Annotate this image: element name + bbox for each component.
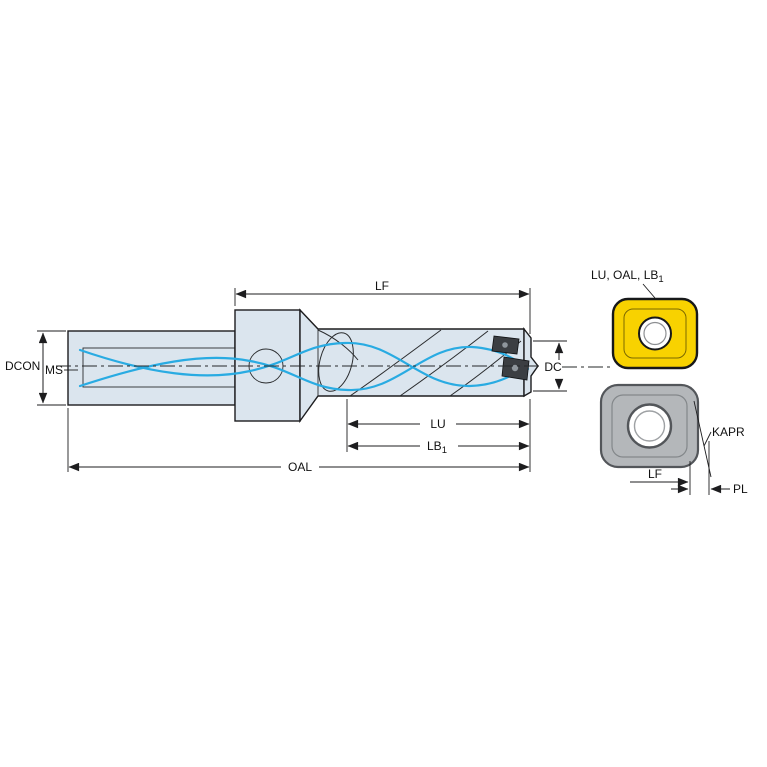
dc-label: DC bbox=[544, 360, 562, 374]
kapr-label: KAPR bbox=[712, 425, 745, 439]
dimension-dcon: DCON bbox=[5, 330, 66, 406]
drill-shank bbox=[67, 330, 236, 406]
insert-screw-2 bbox=[511, 364, 519, 372]
dimension-kapr: KAPR bbox=[693, 400, 745, 495]
insert-lf-label: LF bbox=[648, 467, 662, 481]
dimension-lb1: LB1 bbox=[347, 439, 530, 456]
coolant-channels bbox=[78, 341, 530, 392]
lb1-label: LB1 bbox=[427, 439, 447, 456]
yellow-insert-chipbreaker bbox=[623, 308, 687, 359]
dimension-lf-insert: LF bbox=[630, 461, 691, 495]
kapr-leader bbox=[703, 431, 712, 447]
dimension-lu: LU bbox=[346, 399, 531, 472]
gray-insert-hole-ring bbox=[633, 410, 666, 442]
dimension-pl: PL bbox=[671, 482, 748, 496]
gray-insert-chipbreaker bbox=[611, 394, 688, 458]
insert-yellow bbox=[611, 297, 699, 370]
tip-inserts bbox=[491, 335, 530, 381]
oal-label: OAL bbox=[288, 460, 312, 474]
flute-line-4 bbox=[317, 329, 359, 361]
yellow-insert-hole-ring bbox=[643, 321, 667, 346]
flute-line-2 bbox=[399, 330, 489, 397]
lf-top-label: LF bbox=[375, 279, 389, 293]
dimension-ms: MS bbox=[45, 363, 78, 377]
insert-gray bbox=[599, 383, 700, 469]
coolant-channel-2 bbox=[78, 345, 530, 392]
ms-label: MS bbox=[45, 363, 63, 377]
dimension-dc: DC bbox=[533, 340, 567, 392]
insert-note: LU, OAL, LB1 bbox=[591, 268, 664, 299]
kapr-edge-line bbox=[693, 400, 712, 478]
insert-note-leader bbox=[642, 283, 656, 299]
drill-body bbox=[67, 308, 539, 424]
centerline bbox=[56, 365, 612, 368]
dcon-label: DCON bbox=[5, 359, 40, 373]
lu-label: LU bbox=[430, 417, 445, 431]
coolant-channel-1 bbox=[78, 341, 530, 388]
drill-flange bbox=[234, 309, 301, 422]
dimension-lf-top: LF bbox=[234, 279, 531, 334]
insert-screw-1 bbox=[502, 342, 508, 348]
drill-tip bbox=[523, 326, 539, 398]
insert-note-label: LU, OAL, LB1 bbox=[591, 268, 664, 285]
dimension-oal: OAL bbox=[67, 408, 530, 474]
pl-label: PL bbox=[733, 482, 748, 496]
